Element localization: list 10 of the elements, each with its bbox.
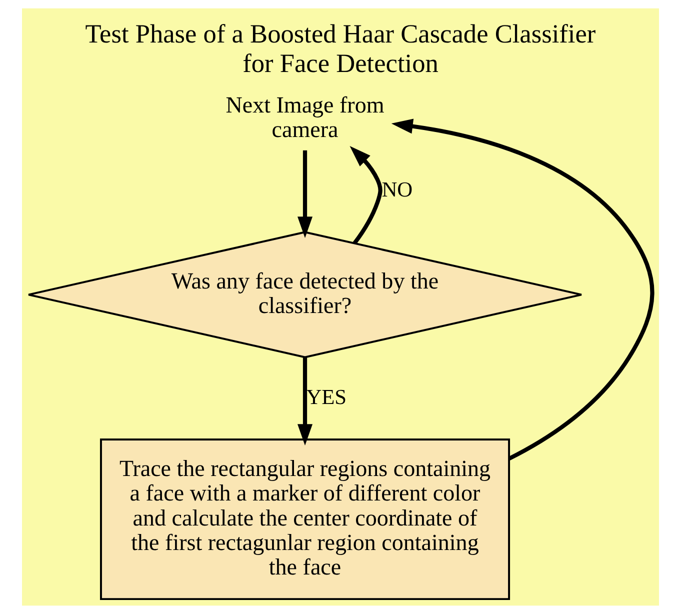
arrow: [391, 118, 654, 460]
diagram-title: Test Phase of a Boosted Haar Cascade Classifier for Face Detection: [85, 20, 596, 78]
node-box: Trace the rectangular regions containing a face with a marker of different color and calculate the center coordinate of the first rectagunlar region containing the face: [100, 438, 510, 600]
arrow: [298, 150, 313, 238]
arrow: [350, 146, 382, 244]
edge-label: NO: [382, 178, 413, 202]
edge-label: YES: [306, 384, 347, 409]
arrow: [298, 357, 313, 446]
node-text: Next Image from camera: [226, 91, 384, 142]
node-diamond: Was any face detected by the classifier?: [28, 231, 582, 358]
